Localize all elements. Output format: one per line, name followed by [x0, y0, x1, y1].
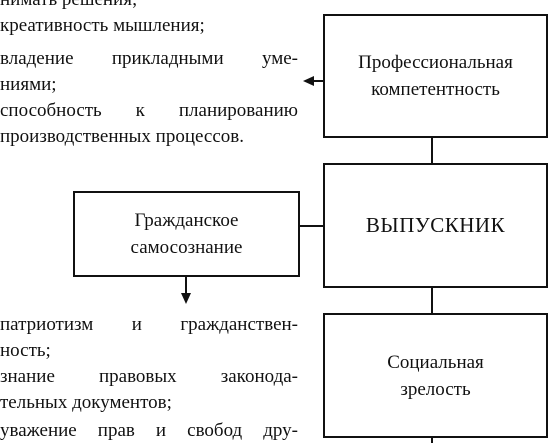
- professional-competence-box: Профессиональная компетентность: [323, 14, 548, 138]
- professional-competence-label-line1: Профессиональная: [358, 52, 513, 73]
- top-list-item: нимать решения;: [0, 0, 298, 13]
- bottom-list-item: ность;: [0, 340, 51, 361]
- bottom-list-item: знание правовых законода-: [0, 366, 298, 387]
- civic-consciousness-label-line1: Гражданское: [134, 210, 239, 231]
- graduate-box: ВЫПУСКНИК: [323, 163, 548, 288]
- top-list-item: ниями;: [0, 74, 57, 95]
- social-maturity-label-line1: Социальная: [387, 351, 484, 373]
- arrow-down-head: [181, 293, 191, 304]
- bottom-list-item: уважение прав и свобод дру-: [0, 420, 298, 441]
- top-list-item: креативность мышления;: [0, 15, 205, 36]
- social-maturity-label-line2: зрелость: [400, 378, 471, 400]
- arrow-left-head: [303, 76, 314, 86]
- top-list-item: способность к планированию: [0, 100, 298, 121]
- top-list-item: владение прикладными уме-: [0, 48, 298, 69]
- professional-competence-label-line2: компетентность: [371, 79, 500, 100]
- graduate-label: ВЫПУСКНИК: [365, 213, 506, 237]
- civic-consciousness-label-line2: самосознание: [130, 237, 243, 258]
- civic-consciousness-box: Гражданское самосознание: [73, 191, 300, 277]
- social-maturity-box: Социальная зрелость: [323, 313, 548, 438]
- top-list-item: производственных процессов.: [0, 126, 245, 147]
- bottom-list-item: патриотизм и гражданствен-: [0, 314, 298, 335]
- bottom-list-item: тельных документов;: [0, 392, 172, 413]
